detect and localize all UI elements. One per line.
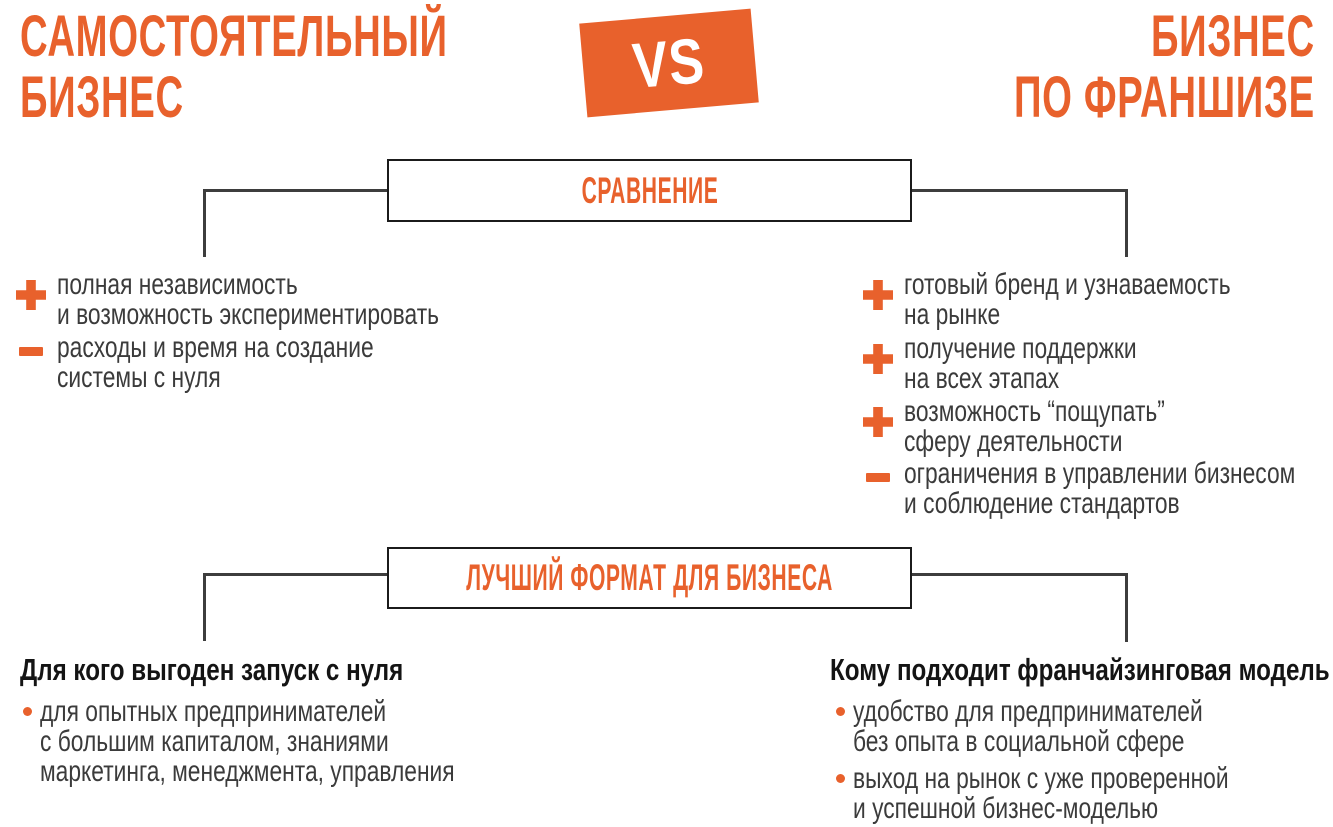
bottom-left-bullet: для опытных предпринимателей с большим к… <box>20 697 586 787</box>
bullet-text: выход на рынок с уже проверенной и успеш… <box>853 764 1229 824</box>
left-title-line1: САМОСТОЯТЕЛЬНЫЙ <box>20 4 448 69</box>
text-line: и успешной бизнес-моделью <box>853 792 1159 825</box>
text-line: ограничения в управлении бизнесом <box>904 457 1296 490</box>
text-line: на рынке <box>904 298 1001 331</box>
text-line: и возможность экспериментировать <box>57 298 440 331</box>
right-pro-item: готовый бренд и узнаваемость на рынке <box>863 270 1333 330</box>
connector-comparison-left-horizontal <box>203 189 387 192</box>
minus-icon <box>19 347 43 356</box>
connector-comparison-right-horizontal <box>912 189 1128 192</box>
right-pro-text: готовый бренд и узнаваемость на рынке <box>904 270 1231 330</box>
connector-best-left-vertical <box>203 573 206 641</box>
comparison-section-box: СРАВНЕНИЕ <box>387 159 912 222</box>
text-line: выход на рынок с уже проверенной <box>853 762 1229 795</box>
comparison-box-label: СРАВНЕНИЕ <box>581 169 718 211</box>
text-line: возможность “пощупать” <box>904 395 1165 428</box>
vs-label: VS <box>630 24 708 102</box>
left-con-item: расходы и время на создание системы с ну… <box>16 333 474 393</box>
right-pro-item: возможность “пощупать” сферу деятельност… <box>863 397 1247 457</box>
plus-icon <box>16 280 46 310</box>
left-pro-item: полная независимость и возможность экспе… <box>16 270 560 330</box>
minus-icon <box>866 473 890 482</box>
left-column-title: САМОСТОЯТЕЛЬНЫЙ БИЗНЕС <box>20 6 448 128</box>
text-line: системы с нуля <box>57 361 221 394</box>
left-pro-text: полная независимость и возможность экспе… <box>57 270 439 330</box>
text-line: готовый бренд и узнаваемость <box>904 268 1231 301</box>
right-pro-text: получение поддержки на всех этапах <box>904 334 1137 394</box>
bullet-text: удобство для предпринимателей без опыта … <box>853 697 1203 757</box>
text-line: для опытных предпринимателей <box>40 695 387 728</box>
text-line: с большим капиталом, знаниями <box>40 725 389 758</box>
right-con-item: ограничения в управлении бизнесом и собл… <box>863 459 1333 519</box>
text-line: получение поддержки <box>904 332 1137 365</box>
right-con-text: ограничения в управлении бизнесом и собл… <box>904 459 1295 519</box>
connector-comparison-left-vertical <box>203 189 206 257</box>
bottom-left-heading: Для кого выгоден запуск с нуля <box>20 652 404 687</box>
connector-best-right-vertical <box>1125 573 1128 642</box>
text-line: на всех этапах <box>904 362 1060 395</box>
best-format-box-label: ЛУЧШИЙ ФОРМАТ ДЛЯ БИЗНЕСА <box>466 557 833 598</box>
plus-icon <box>863 280 893 310</box>
right-title-line1: БИЗНЕС <box>1151 4 1315 69</box>
bottom-right-heading: Кому подходит франчайзинговая модель <box>830 652 1330 687</box>
bullet-dot-icon <box>23 707 32 716</box>
bullet-text: для опытных предпринимателей с большим к… <box>40 697 455 787</box>
text-line: без опыта в социальной сфере <box>853 725 1185 758</box>
connector-best-left-horizontal <box>203 573 387 576</box>
connector-comparison-right-vertical <box>1125 189 1128 257</box>
text-line: сферу деятельности <box>904 425 1123 458</box>
text-line: и соблюдение стандартов <box>904 487 1180 520</box>
left-con-text: расходы и время на создание системы с ну… <box>57 333 374 393</box>
left-title-line2: БИЗНЕС <box>20 65 184 130</box>
bottom-right-bullet: выход на рынок с уже проверенной и успеш… <box>833 764 1333 824</box>
bullet-dot-icon <box>836 707 845 716</box>
vs-badge: VS <box>579 8 759 118</box>
best-format-section-box: ЛУЧШИЙ ФОРМАТ ДЛЯ БИЗНЕСА <box>387 547 912 609</box>
text-line: полная независимость <box>57 268 298 301</box>
text-line: расходы и время на создание <box>57 331 374 364</box>
right-pro-item: получение поддержки на всех этапах <box>863 334 1210 394</box>
text-line: маркетинга, менеджмента, управления <box>40 755 455 788</box>
text-line: удобство для предпринимателей <box>853 695 1203 728</box>
right-title-line2: ПО ФРАНШИЗЕ <box>1014 65 1315 130</box>
bullet-dot-icon <box>836 774 845 783</box>
plus-icon <box>863 344 893 374</box>
plus-icon <box>863 407 893 437</box>
right-pro-text: возможность “пощупать” сферу деятельност… <box>904 397 1165 457</box>
connector-best-right-horizontal <box>912 573 1128 576</box>
bottom-right-bullet: удобство для предпринимателей без опыта … <box>833 697 1313 757</box>
right-column-title: БИЗНЕС ПО ФРАНШИЗЕ <box>1014 6 1315 128</box>
